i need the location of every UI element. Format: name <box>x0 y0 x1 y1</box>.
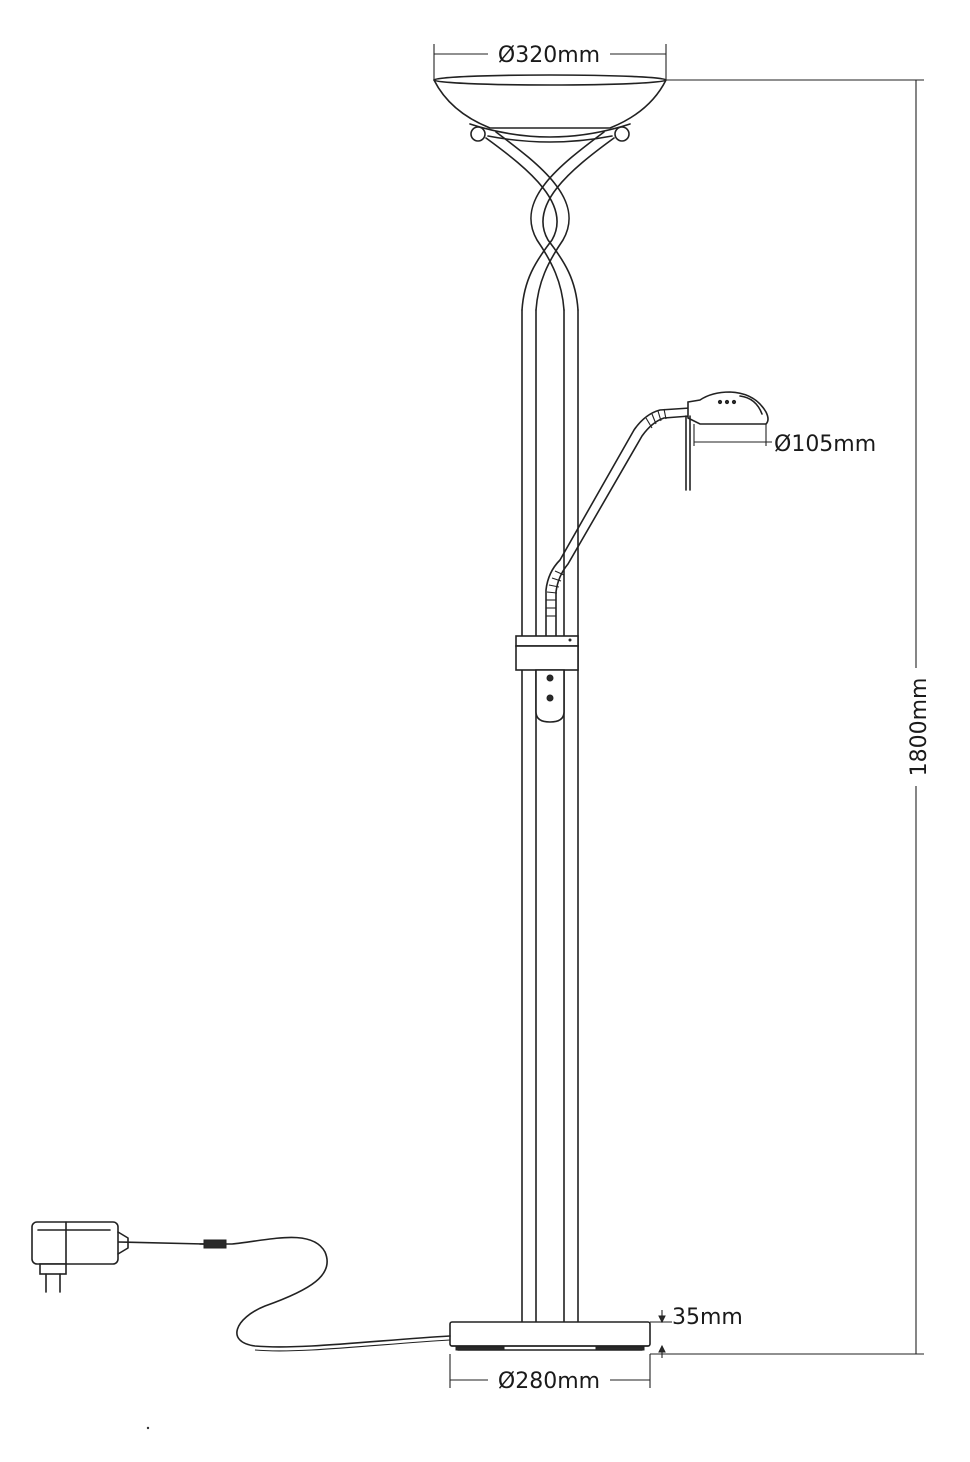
stray-dot <box>146 1426 150 1430</box>
uplighter-bowl <box>433 74 667 143</box>
reading-lamp-diameter-label: Ø105mm <box>774 432 876 457</box>
base-height-label: 35mm <box>672 1305 743 1330</box>
reading-lamp <box>545 391 769 637</box>
switch-unit <box>515 635 579 723</box>
dimension-top-diameter: Ø320mm <box>433 43 667 80</box>
flexible-neck <box>546 408 667 617</box>
dimension-base-diameter: Ø280mm <box>449 1354 651 1394</box>
top-diameter-label: Ø320mm <box>498 43 600 68</box>
dimension-reading-lamp-diameter: Ø105mm <box>693 424 876 457</box>
lamp-stems <box>521 309 579 1323</box>
dimension-height: 1800mm <box>650 79 932 1355</box>
height-label: 1800mm <box>907 678 932 777</box>
dimension-base-height: 35mm <box>650 1305 743 1358</box>
base-diameter-label: Ø280mm <box>498 1369 600 1394</box>
power-cable-and-adapter <box>31 1221 451 1352</box>
lamp-base <box>449 1321 651 1351</box>
crossing-arms <box>485 131 615 311</box>
